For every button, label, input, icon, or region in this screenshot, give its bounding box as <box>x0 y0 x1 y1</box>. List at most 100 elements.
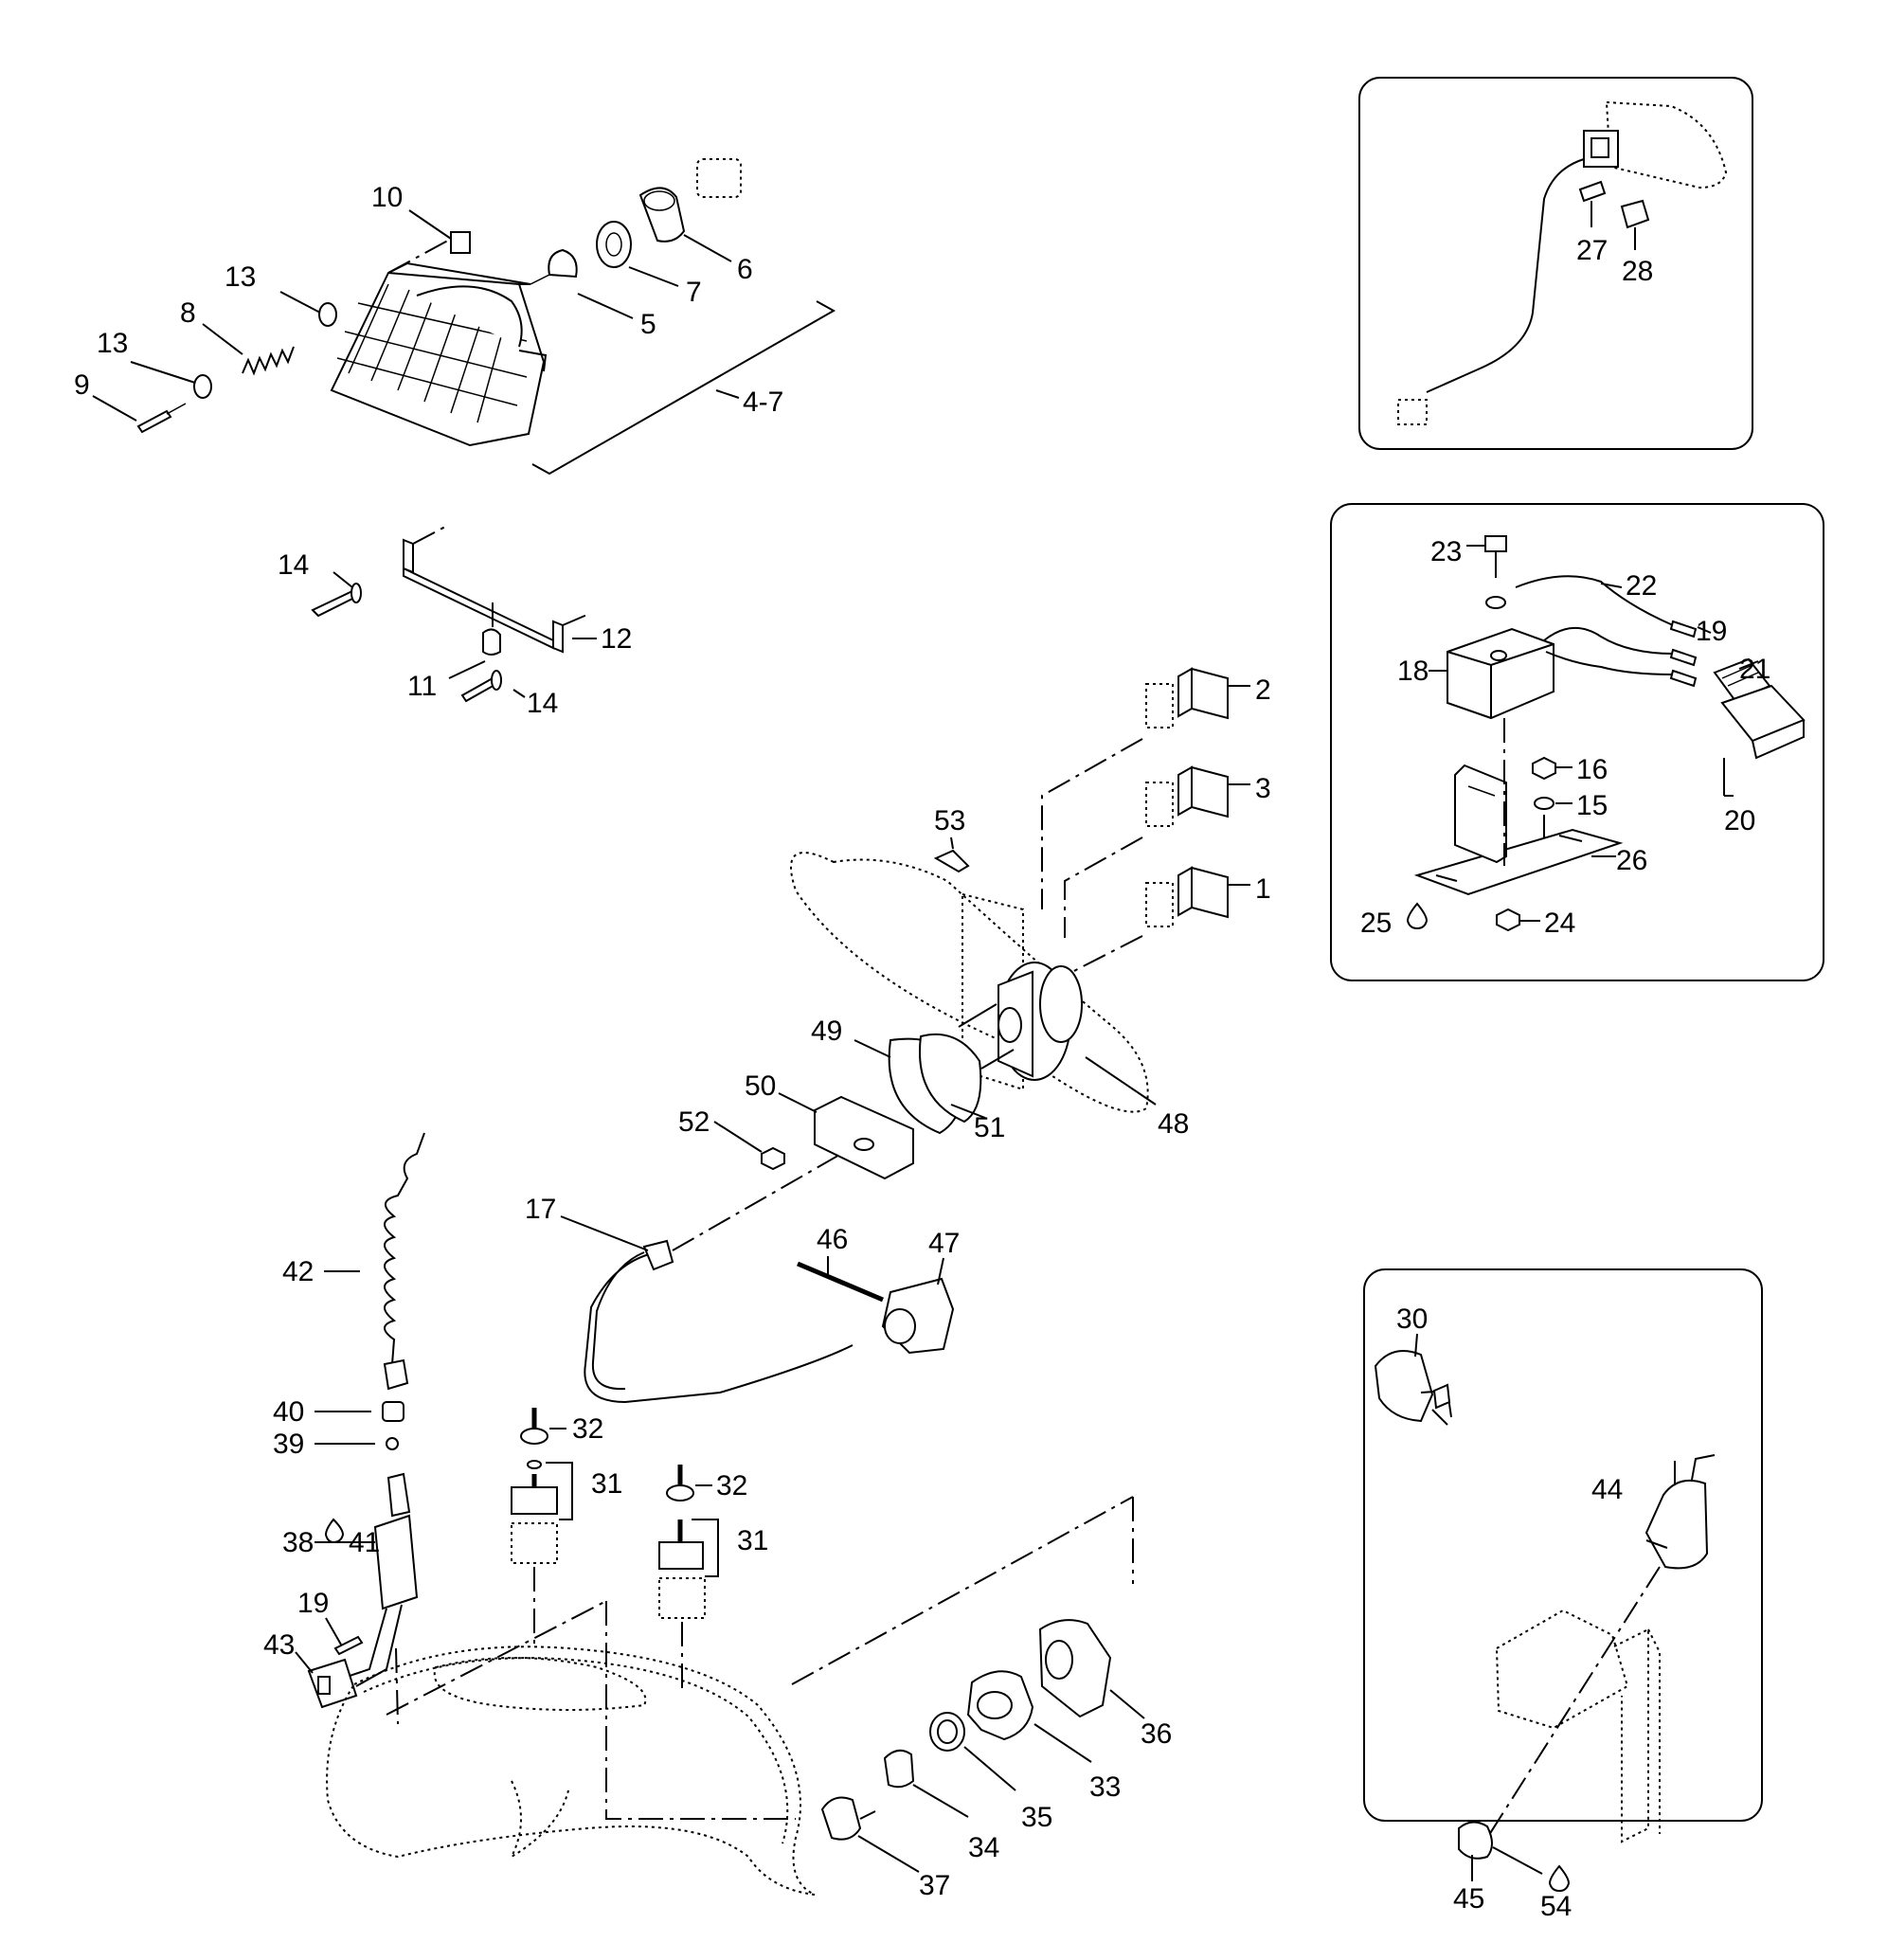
callout: 32 <box>716 1470 747 1501</box>
part-screw <box>136 409 172 434</box>
callout: 45 <box>1453 1883 1484 1915</box>
toggle-switch-b <box>658 1465 706 1619</box>
callout: 33 <box>1089 1771 1121 1803</box>
part-ring <box>596 221 632 268</box>
callout: 54 <box>1540 1891 1572 1922</box>
callout: 42 <box>282 1256 314 1287</box>
callout: 13 <box>225 261 256 293</box>
part-spring <box>242 346 295 376</box>
callout: 51 <box>974 1112 1005 1143</box>
callout: 12 <box>601 623 632 655</box>
callout-labels: 10 13 8 13 9 5 7 6 4-7 14 12 11 14 27 28… <box>74 182 1770 1922</box>
part-washer <box>318 302 337 327</box>
coil-cord <box>384 1132 425 1365</box>
callout: 5 <box>640 309 656 340</box>
callout: 21 <box>1739 654 1770 685</box>
part-screw <box>386 1437 399 1450</box>
callout: 49 <box>811 1016 842 1047</box>
callout: 47 <box>928 1228 960 1259</box>
callout: 39 <box>273 1429 304 1460</box>
part-connector <box>696 158 742 198</box>
callout: 53 <box>934 805 965 836</box>
callout: 2 <box>1255 674 1271 706</box>
callout: 20 <box>1724 805 1755 836</box>
callout: 30 <box>1396 1304 1428 1335</box>
callout: 19 <box>1696 616 1727 647</box>
callout: 36 <box>1141 1718 1172 1750</box>
callout: 14 <box>278 549 309 581</box>
callout: 52 <box>678 1106 710 1138</box>
callout: 8 <box>180 297 196 329</box>
part-rivet <box>311 589 358 618</box>
callout: 19 <box>297 1588 329 1619</box>
callout: 26 <box>1616 845 1647 876</box>
callout: 27 <box>1576 235 1608 266</box>
part-terminal <box>1578 180 1607 203</box>
inset-regulator-drawing <box>1406 535 1806 932</box>
callout: 17 <box>525 1194 556 1225</box>
headlamp-assembly <box>330 261 548 447</box>
callout: 15 <box>1576 790 1608 821</box>
part-bracket <box>403 566 554 650</box>
callout: 37 <box>919 1870 950 1901</box>
part-connector <box>1397 399 1428 425</box>
part-housing <box>1620 199 1650 229</box>
gauge-body <box>997 962 1083 1081</box>
part-bezel <box>1038 1619 1112 1718</box>
callout: 48 <box>1158 1108 1189 1140</box>
part-nut <box>761 1146 785 1171</box>
callout: 11 <box>407 671 437 702</box>
callout: 14 <box>527 688 558 719</box>
part-ring <box>929 1712 965 1752</box>
switch-group <box>1145 667 1250 927</box>
callout: 25 <box>1360 908 1392 939</box>
dashboard-outline <box>790 852 1149 1113</box>
callout: 10 <box>371 182 403 213</box>
callout: 22 <box>1626 570 1657 602</box>
callout: 50 <box>745 1070 776 1102</box>
callout: 18 <box>1397 656 1429 687</box>
callout: 4-7 <box>743 387 783 418</box>
part-washer <box>193 374 212 399</box>
callout: 35 <box>1021 1802 1052 1833</box>
callout: 6 <box>737 254 753 285</box>
callout: 43 <box>263 1629 295 1661</box>
callout: 3 <box>1255 773 1271 804</box>
part-bulb <box>548 248 578 279</box>
inset-frame-sensor <box>1363 1268 1763 1822</box>
part-grommet <box>482 628 501 656</box>
part-knob <box>820 1796 862 1841</box>
callout: 31 <box>591 1468 622 1500</box>
part-boot <box>638 187 686 243</box>
callout: 7 <box>686 277 702 308</box>
callout: 1 <box>1255 873 1271 905</box>
callout: 41 <box>349 1527 380 1558</box>
part-gasket <box>919 1033 982 1124</box>
part-plug <box>883 1749 915 1789</box>
callout: 44 <box>1591 1474 1623 1505</box>
part-pin <box>797 1261 884 1303</box>
callout: 38 <box>282 1527 314 1558</box>
callout: 46 <box>817 1224 848 1255</box>
inset-sensor-drawing <box>1374 1333 1716 1893</box>
inset-frame-regulator <box>1330 503 1824 981</box>
hull-outline <box>326 1645 816 1896</box>
callout: 24 <box>1544 908 1575 939</box>
callout: 9 <box>74 369 90 401</box>
inset-frame-wiring <box>1358 77 1753 450</box>
part-cap <box>382 1401 404 1422</box>
callout: 31 <box>737 1525 768 1556</box>
toggle-switch-a <box>511 1408 558 1564</box>
callout: 13 <box>97 328 128 359</box>
kill-switch <box>307 1472 419 1709</box>
inset-wiring-drawing <box>1397 100 1728 425</box>
callout: 28 <box>1622 256 1653 287</box>
callout: 40 <box>273 1396 304 1428</box>
part-clip <box>450 231 471 254</box>
callout: 16 <box>1576 754 1608 785</box>
callout: 23 <box>1430 536 1462 567</box>
speedo-cable <box>584 1251 854 1404</box>
callout: 32 <box>572 1413 603 1445</box>
callout: 34 <box>968 1832 999 1863</box>
